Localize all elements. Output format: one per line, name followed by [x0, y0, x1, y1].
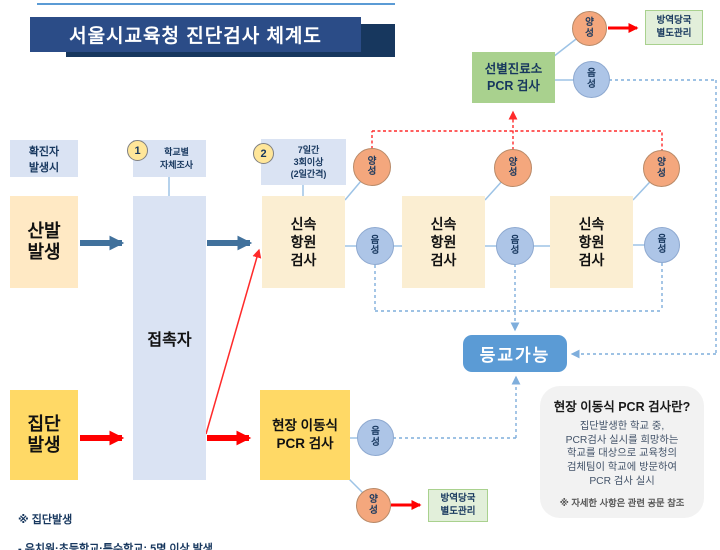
positive-circle-onsite: 양성: [356, 488, 391, 523]
negative-circle-1: 음성: [356, 227, 394, 265]
attend-school-box: 등교가능: [463, 335, 567, 372]
confirmed-case-label: 확진자 발생시: [10, 140, 78, 177]
positive-circle-1: 양성: [353, 148, 391, 186]
positive-circle-3: 양성: [643, 150, 680, 187]
onsite-pcr-info-card: 현장 이동식 PCR 검사란? 집단발생한 학교 중, PCR검사 실시를 희망…: [540, 386, 704, 518]
thin-red-arrows: [205, 248, 262, 435]
info-card-title: 현장 이동식 PCR 검사란?: [553, 400, 691, 414]
onsite-mobile-pcr-box: 현장 이동식 PCR 검사: [260, 390, 350, 480]
negative-circle-pcr-top: 음성: [573, 61, 610, 98]
red-dashed-lines: [371, 110, 663, 152]
negative-circle-onsite: 음성: [357, 419, 394, 456]
step2-label-box: 7일간 3회이상 (2일간격): [261, 139, 346, 185]
contact-person-box: 접촉자: [133, 196, 206, 480]
positive-circle-2: 양성: [494, 149, 532, 187]
rapid-antigen-test-box-3: 신속 항원 검사: [550, 196, 633, 288]
top-accent-line: [37, 3, 395, 5]
quarantine-authority-box-top: 방역당국 별도관리: [645, 10, 703, 45]
negative-circle-3: 음성: [644, 227, 680, 263]
rapid-antigen-test-box-1: 신속 항원 검사: [262, 196, 345, 288]
step2-number-badge: 2: [253, 143, 274, 164]
page-title: 서울시교육청 진단검사 체계도: [30, 17, 361, 52]
screening-clinic-pcr-box: 선별진료소 PCR 검사: [472, 52, 555, 103]
quarantine-authority-box-bottom: 방역당국 별도관리: [428, 489, 488, 522]
info-card-body: 집단발생한 학교 중, PCR검사 실시를 희망하는 학교를 대상으로 교육청의…: [565, 421, 679, 487]
cluster-definition-note: ※ 집단발생 - 유치원·초등학교·특수학교: 5명 이상 발생 - 중학교·고…: [18, 499, 278, 550]
step1-number-badge: 1: [127, 140, 148, 161]
info-card-footnote: ※ 자세한 사항은 관련 공문 참조: [559, 498, 685, 509]
sporadic-outbreak-box: 산발 발생: [10, 196, 78, 288]
rapid-antigen-test-box-2: 신속 항원 검사: [402, 196, 485, 288]
cluster-outbreak-box: 집단 발생: [10, 390, 78, 480]
cluster-note-title: ※ 집단발생: [18, 514, 73, 527]
negative-circle-2: 음성: [496, 227, 534, 265]
cluster-note-line-1: - 유치원·초등학교·특수학교: 5명 이상 발생: [18, 542, 213, 550]
positive-circle-pcr-top: 양성: [572, 11, 607, 46]
